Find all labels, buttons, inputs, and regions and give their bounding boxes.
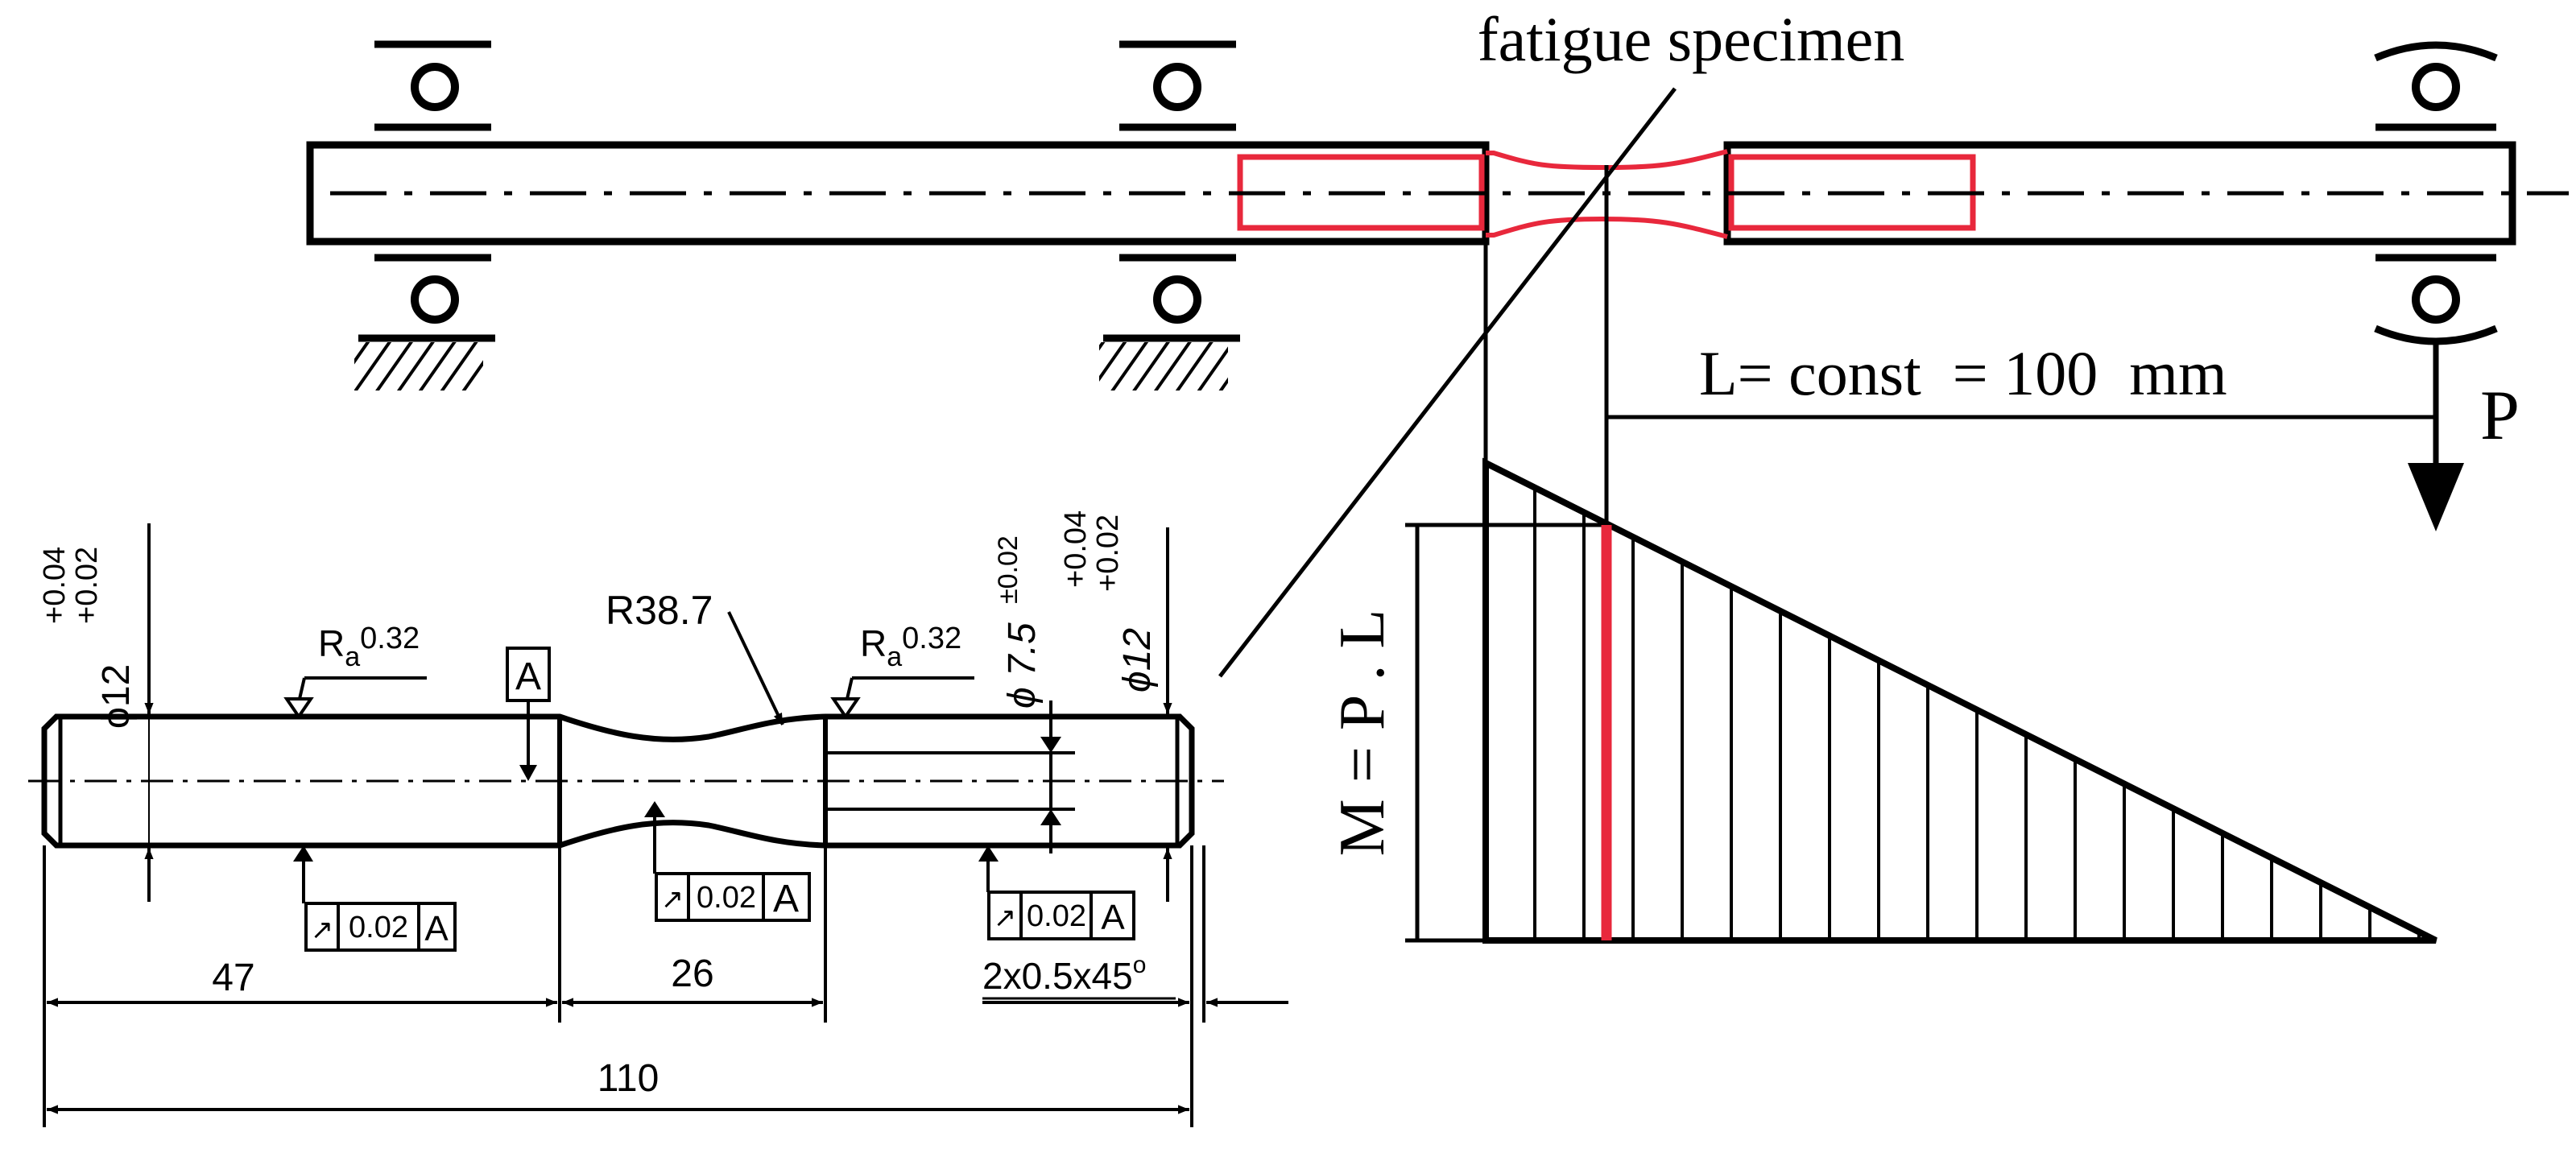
runout-3-datum: A [1101, 898, 1125, 937]
chamfer-value: 2x0.5x45 [982, 955, 1133, 997]
runout-callout-3: ↗ 0.02 A [978, 845, 1135, 940]
roughness-symbol-1: Ra0.32 [283, 622, 427, 720]
right-beam [1723, 141, 2516, 246]
chamfer-label: 2x0.5x45o [982, 952, 1146, 997]
runout-1-value: 0.02 [349, 911, 408, 944]
moment-label: M = P . L [1327, 610, 1398, 857]
roughness-1-symbol: R [318, 622, 345, 664]
runout-2-value: 0.02 [697, 881, 756, 915]
roughness-1-sub: a [345, 642, 360, 672]
svg-text:Ra0.32: Ra0.32 [860, 622, 961, 672]
diameter-right-label: ϕ12 [1116, 628, 1159, 692]
tolerance-right-lower: +0.02 [1091, 515, 1125, 592]
runout-3-symbol: ↗ [994, 903, 1017, 933]
support-bearing-2 [1099, 40, 1240, 391]
diameter-mid-label: ϕ 7.5 [1001, 622, 1044, 709]
tolerance-right-upper: +0.04 [1059, 510, 1093, 588]
runout-3-value: 0.02 [1027, 899, 1086, 933]
force-arrow [2408, 463, 2464, 531]
roughness-1-value: 0.32 [360, 622, 420, 655]
diameter-left-label: ϕ12 [95, 664, 138, 729]
length-label: L= const = 100 mm [1699, 338, 2227, 408]
specimen-outline [41, 713, 1195, 849]
radius-leader [727, 611, 784, 725]
runout-2-datum: A [773, 878, 799, 920]
left-beam [306, 141, 1490, 246]
moment-hatch-lines [1533, 487, 2421, 940]
runout-2-symbol: ↗ [661, 884, 684, 915]
roughness-2-value: 0.32 [902, 622, 961, 655]
dim-26-label: 26 [671, 953, 713, 995]
runout-callout-1: ↗ 0.02 A [293, 845, 457, 952]
tolerance-mid: ±0.02 [993, 535, 1023, 604]
chamfer-degree: o [1133, 952, 1147, 978]
specimen-leader [1218, 87, 1677, 678]
roughness-symbol-2: Ra0.32 [830, 622, 974, 720]
specimen-drawing: 47 26 110 2x0.5x45o ϕ12 +0.04 +0.02 ϕ12 … [28, 510, 1288, 1127]
runout-1-datum: A [424, 909, 449, 948]
runout-1-symbol: ↗ [311, 915, 334, 945]
tolerance-left-upper: +0.04 [38, 547, 72, 624]
moment-triangle [1482, 457, 2437, 944]
roughness-2-symbol: R [860, 622, 887, 664]
beam-assembly [306, 40, 2569, 531]
dim-47-label: 47 [212, 957, 254, 999]
support-bearing-1 [354, 40, 495, 391]
roughness-2-sub: a [887, 642, 902, 672]
specimen-label: fatigue specimen [1478, 4, 1905, 74]
bending-moment-diagram: M = P . L [1327, 457, 2437, 944]
force-label: P [2480, 377, 2520, 455]
dim-110-label: 110 [597, 1057, 660, 1100]
specimen-in-beam [1486, 149, 1728, 239]
tolerance-left-lower: +0.02 [70, 547, 104, 624]
radius-label: R38.7 [606, 588, 713, 633]
svg-text:Ra0.32: Ra0.32 [318, 622, 420, 672]
runout-callout-2: ↗ 0.02 A [644, 801, 811, 922]
datum-label: A [515, 655, 541, 698]
